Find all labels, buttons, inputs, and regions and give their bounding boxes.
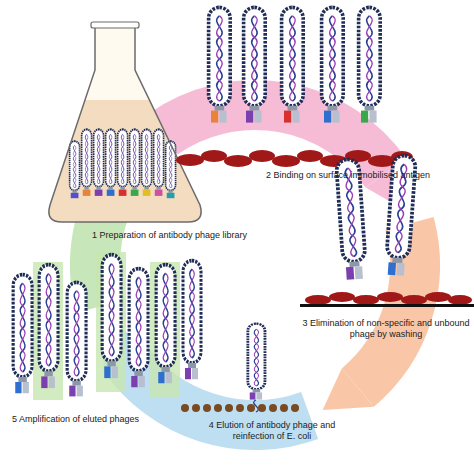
amplified-phages: [13, 252, 201, 400]
flask: [40, 22, 210, 230]
stage-label: 3 Elimination of non-specific and unboun…: [300, 318, 472, 340]
ecoli-surface: [181, 404, 299, 412]
stage-label: 5 Amplification of eluted phages: [12, 414, 202, 425]
flask-rim: [91, 22, 139, 28]
flask-liquid: [40, 100, 210, 230]
cycle-arrow-head: [323, 368, 374, 410]
eluted-phage: [248, 324, 265, 412]
binding-phages: [209, 7, 381, 122]
library-phages: [70, 129, 176, 198]
antigen-surface: [176, 150, 413, 167]
antigen-surface: [300, 292, 474, 307]
stage-label: 1 Preparation of antibody phage library: [92, 230, 282, 241]
stage-label: 2 Binding on surface immobilised antigen: [266, 170, 466, 181]
stage-label: 4 Elution of antibody phage and reinfect…: [192, 420, 352, 442]
cycle-arrows: [95, 105, 415, 425]
flask-outline: [49, 25, 201, 222]
